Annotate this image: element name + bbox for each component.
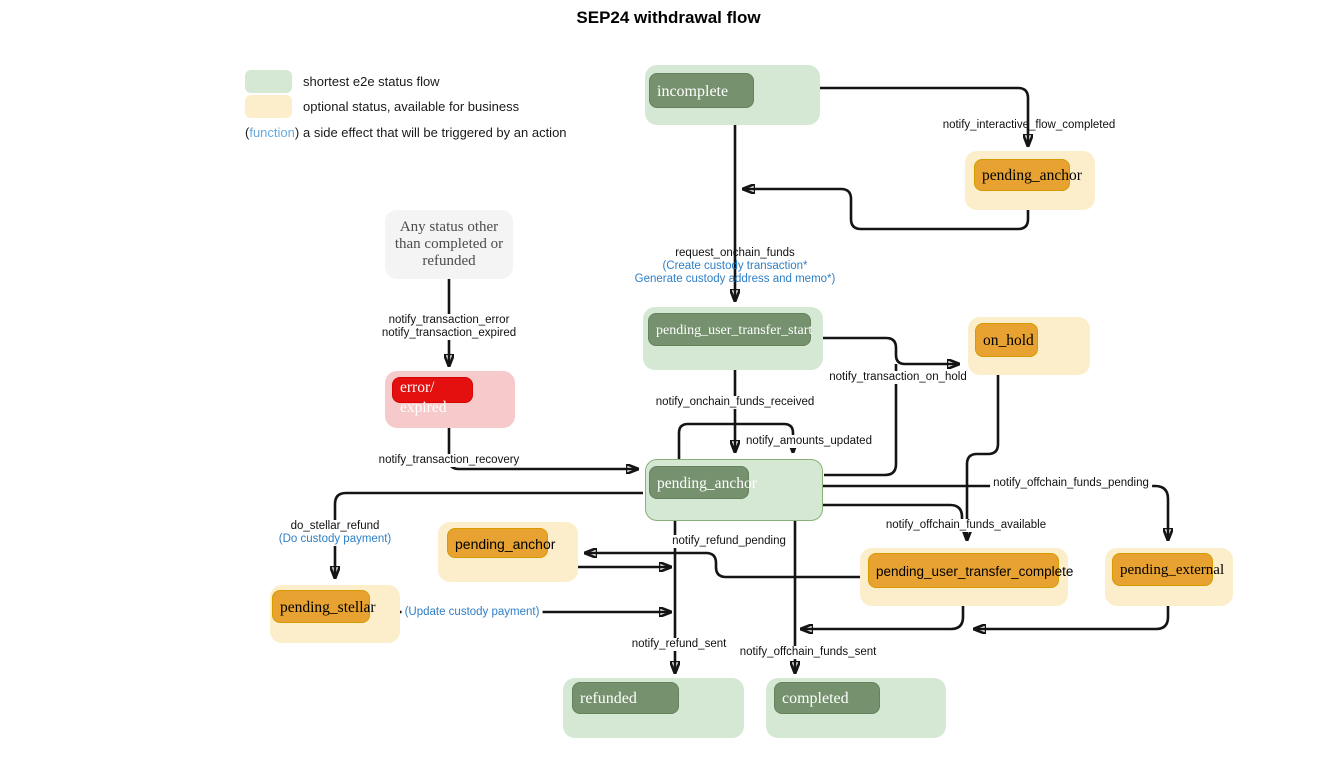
edge-label-notify-onchain-funds-received: notify_onchain_funds_received xyxy=(652,396,818,409)
node-label-completed: completed xyxy=(774,682,880,714)
edge-label-notify-offchain-funds-pending: notify_offchain_funds_pending xyxy=(990,477,1152,490)
node-label-pending-external: pending_external xyxy=(1112,553,1224,586)
node-label-pending-user-transfer-start: pending_user_transfer_start xyxy=(648,313,812,346)
edge-label-notify-amounts-updated: notify_amounts_updated xyxy=(743,435,875,448)
legend-label-shortest-flow: shortest e2e status flow xyxy=(303,74,440,89)
edge-label-notify-transaction-recovery: notify_transaction_recovery xyxy=(375,454,523,467)
edge-label-request-onchain-funds: request_onchain_funds(Create custody tra… xyxy=(634,247,836,285)
edge-pending-anchor-to-pending-stellar xyxy=(335,491,643,578)
edge-label-notify-refund-sent: notify_refund_sent xyxy=(628,638,730,651)
node-label-pending-anchor-top: pending_anchor xyxy=(974,159,1082,191)
edge-label-notify-transaction-on-hold: notify_transaction_on_hold xyxy=(826,371,970,384)
edge-putc-to-small-pending-anchor xyxy=(585,553,860,579)
edge-pending-anchor-top-return xyxy=(743,189,1030,231)
legend-function-token: (function) xyxy=(245,125,300,140)
edge-amounts-self-loop xyxy=(677,422,793,459)
legend-swatch-shortest-flow xyxy=(245,70,292,93)
node-label-pending-user-transfer-complete: pending_user_transfer_complete xyxy=(868,553,1073,588)
edge-label-do-stellar-refund: do_stellar_refund(Do custody payment) xyxy=(275,520,395,546)
edge-on-hold-junction-to-pending-anchor xyxy=(824,364,898,477)
node-label-error-expired: error/ expired xyxy=(392,377,473,416)
node-label-incomplete: incomplete xyxy=(649,73,754,108)
legend-label-side-effect: a side effect that will be triggered by … xyxy=(303,125,567,140)
edge-label-update-custody-payment: (Update custody payment) xyxy=(401,606,543,619)
node-label-on-hold: on_hold xyxy=(975,323,1038,357)
node-label-refunded: refunded xyxy=(572,682,679,714)
edge-label-notify-offchain-funds-sent: notify_offchain_funds_sent xyxy=(736,646,880,659)
node-label-pending-anchor-small: pending_anchor xyxy=(447,528,555,558)
edge-label-notify-interactive-flow-completed: notify_interactive_flow_completed xyxy=(942,119,1116,131)
node-label-any-status: Any status other than completed or refun… xyxy=(394,219,504,269)
edge-incomplete-to-pending-anchor-top xyxy=(820,86,1028,146)
edge-pending-anchor-to-pending-external xyxy=(823,484,1168,540)
edge-label-notify-offchain-funds-available: notify_offchain_funds_available xyxy=(882,519,1050,532)
edge-pending-external-to-merge xyxy=(974,606,1170,629)
legend-label-optional-status: optional status, available for business xyxy=(303,99,520,114)
edge-on-hold-down-to-putc xyxy=(967,375,1000,540)
node-label-pending-stellar: pending_stellar xyxy=(272,590,376,623)
node-any-status xyxy=(385,210,513,279)
diagram-title: SEP24 withdrawal flow xyxy=(576,8,761,27)
edge-puts-to-on-hold xyxy=(823,336,959,364)
edge-label-notify-refund-pending: notify_refund_pending xyxy=(669,535,789,548)
node-label-pending-anchor-center: pending_anchor xyxy=(649,466,757,499)
legend-swatch-optional-status xyxy=(245,95,292,118)
edge-putc-to-completed-merge xyxy=(801,606,965,629)
